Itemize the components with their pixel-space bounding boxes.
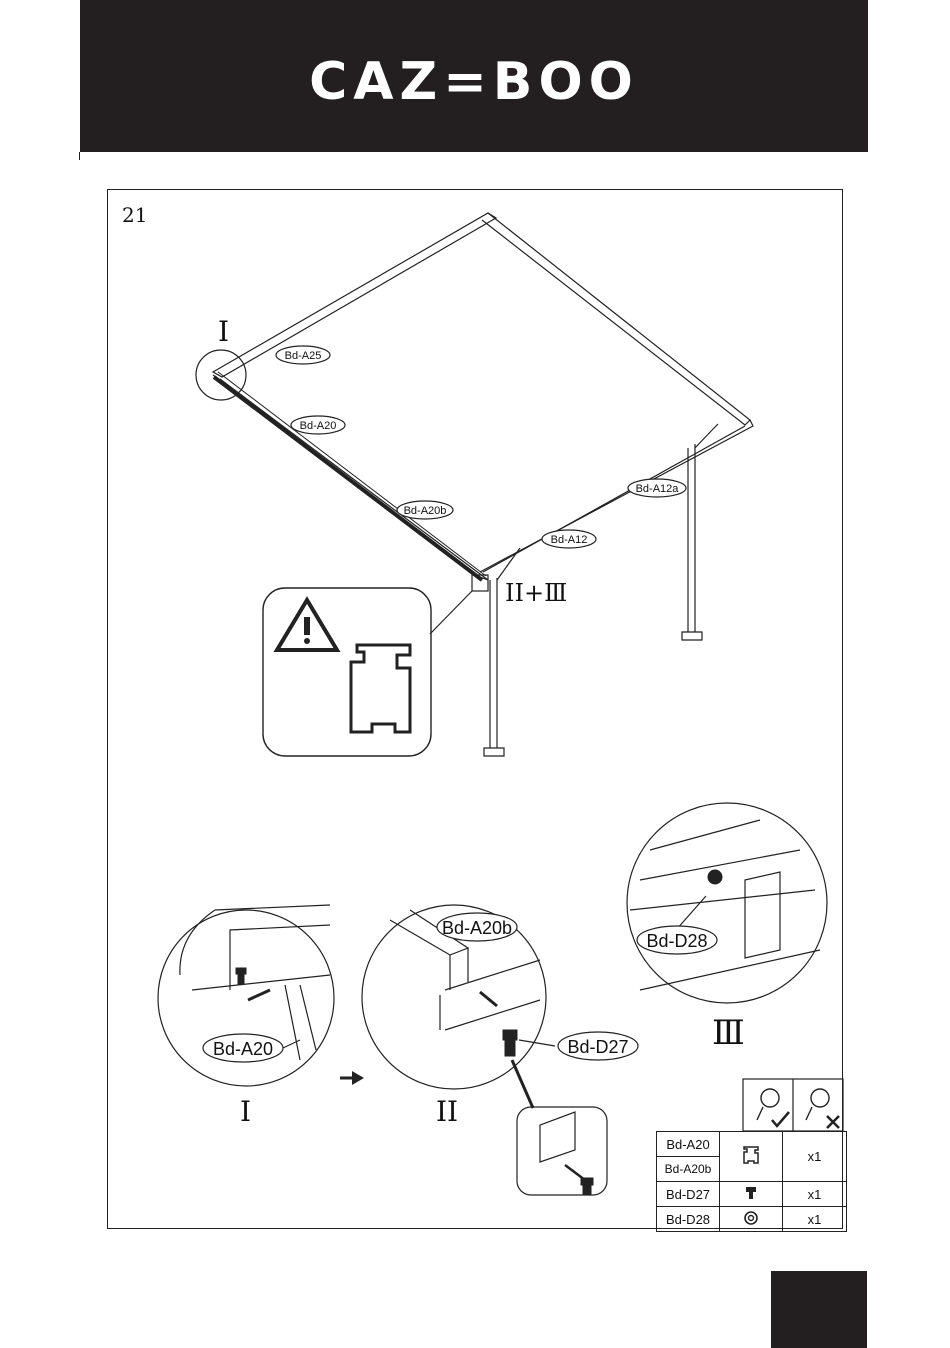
part-qty: x1: [783, 1207, 847, 1232]
callout-ii-iii: II+Ⅲ: [505, 578, 567, 608]
label-bd-d27: Bd-D27: [567, 1037, 628, 1057]
roof-frame: [213, 213, 753, 580]
label-bd-d28: Bd-D28: [646, 931, 707, 951]
part-code: Bd-A20: [657, 1132, 720, 1157]
bolt-icon: [720, 1182, 783, 1207]
page-tab: [771, 1271, 867, 1348]
table-row: Bd-D28 x1: [657, 1207, 847, 1232]
callout-iii-detail: Ⅲ: [712, 1018, 745, 1048]
table-row: Bd-A20 x1: [657, 1132, 847, 1157]
tool-ok-icon: [757, 1089, 789, 1126]
label-bd-a20: Bd-A20: [300, 420, 337, 432]
detail-circle-iii: [627, 803, 827, 1003]
part-code: Bd-D27: [657, 1182, 720, 1207]
profile-symbol: [720, 1132, 783, 1182]
tool-no-icon: [806, 1089, 839, 1128]
parts-table: Bd-A20 x1 Bd-A20b Bd-D27 x1 Bd-D28 x1: [656, 1131, 847, 1232]
label-bd-a20-detail: Bd-A20: [213, 1039, 273, 1059]
part-code: Bd-A20b: [657, 1157, 720, 1182]
part-qty: x1: [783, 1132, 847, 1182]
label-bd-a12: Bd-A12: [551, 534, 588, 546]
label-bd-a12a: Bd-A12a: [636, 483, 680, 495]
callout-ii-detail: II: [436, 1097, 458, 1127]
label-bd-a20b: Bd-A20b: [404, 505, 447, 517]
warning-icon: [277, 600, 337, 650]
arrow-right-icon: [340, 1071, 364, 1085]
profile-small-icon: [741, 1144, 761, 1166]
profile-section-icon: [351, 645, 410, 732]
detail-marker-i: [196, 350, 246, 400]
table-row: Bd-D27 x1: [657, 1182, 847, 1207]
callout-i-detail: I: [240, 1097, 251, 1127]
callout-i-top: I: [218, 317, 229, 347]
part-code: Bd-D28: [657, 1207, 720, 1232]
label-bd-a25: Bd-A25: [285, 350, 322, 362]
front-beam: [214, 377, 482, 580]
label-bd-a20b-detail: Bd-A20b: [442, 918, 512, 938]
nut-icon: [720, 1207, 783, 1232]
part-qty: x1: [783, 1182, 847, 1207]
